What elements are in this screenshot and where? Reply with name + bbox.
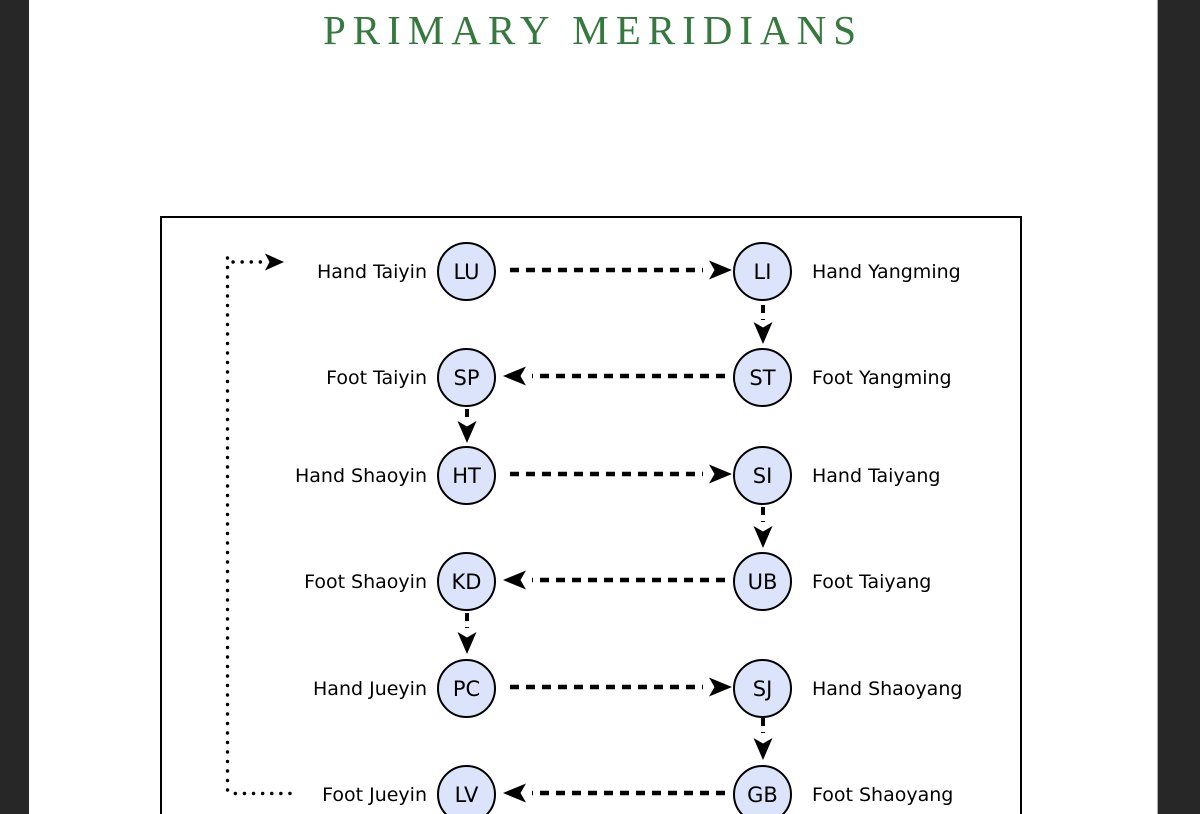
meridian-label-hand-taiyin: Hand Taiyin <box>316 261 427 283</box>
meridian-label-foot-shaoyin: Foot Shaoyin <box>304 571 427 593</box>
meridian-node-si: SI <box>733 446 792 505</box>
meridian-node-kd: KD <box>437 552 496 611</box>
meridian-node-gb: GB <box>733 765 792 814</box>
meridian-label-foot-taiyang: Foot Taiyang <box>812 571 932 593</box>
meridian-label-hand-taiyang: Hand Taiyang <box>812 465 941 487</box>
meridian-row-6: Foot Jueyin LV GB Foot Shaoyang <box>29 765 1157 814</box>
meridian-node-ub: UB <box>733 552 792 611</box>
meridian-label-hand-jueyin: Hand Jueyin <box>313 678 427 700</box>
meridian-row-1: Hand Taiyin LU LI Hand Yangming <box>29 242 1157 302</box>
meridian-label-foot-yangming: Foot Yangming <box>812 367 952 389</box>
meridian-node-ht: HT <box>437 446 496 505</box>
meridian-row-3: Hand Shaoyin HT SI Hand Taiyang <box>29 446 1157 506</box>
meridian-node-st: ST <box>733 348 792 407</box>
meridian-label-hand-shaoyang: Hand Shaoyang <box>812 678 963 700</box>
meridian-row-5: Hand Jueyin PC SJ Hand Shaoyang <box>29 659 1157 719</box>
meridian-node-lu: LU <box>437 242 496 301</box>
meridian-label-foot-jueyin: Foot Jueyin <box>322 784 427 806</box>
meridian-node-pc: PC <box>437 659 496 718</box>
meridian-label-hand-yangming: Hand Yangming <box>812 261 961 283</box>
meridian-node-li: LI <box>733 242 792 301</box>
meridian-label-hand-shaoyin: Hand Shaoyin <box>294 465 427 487</box>
diagram-frame <box>160 216 1022 814</box>
meridian-row-2: Foot Taiyin SP ST Foot Yangming <box>29 348 1157 408</box>
viewer-side-bar-right <box>1157 0 1200 814</box>
meridian-node-lv: LV <box>437 765 496 814</box>
document-page: PRIMARY MERIDIANS <box>29 0 1157 814</box>
meridian-row-4: Foot Shaoyin KD UB Foot Taiyang <box>29 552 1157 612</box>
meridian-label-foot-taiyin: Foot Taiyin <box>326 367 427 389</box>
meridian-label-foot-shaoyang: Foot Shaoyang <box>812 784 954 806</box>
viewer-side-bar-left <box>0 0 30 814</box>
meridian-node-sp: SP <box>437 348 496 407</box>
meridian-node-sj: SJ <box>733 659 792 718</box>
page-title: PRIMARY MERIDIANS <box>322 7 864 53</box>
